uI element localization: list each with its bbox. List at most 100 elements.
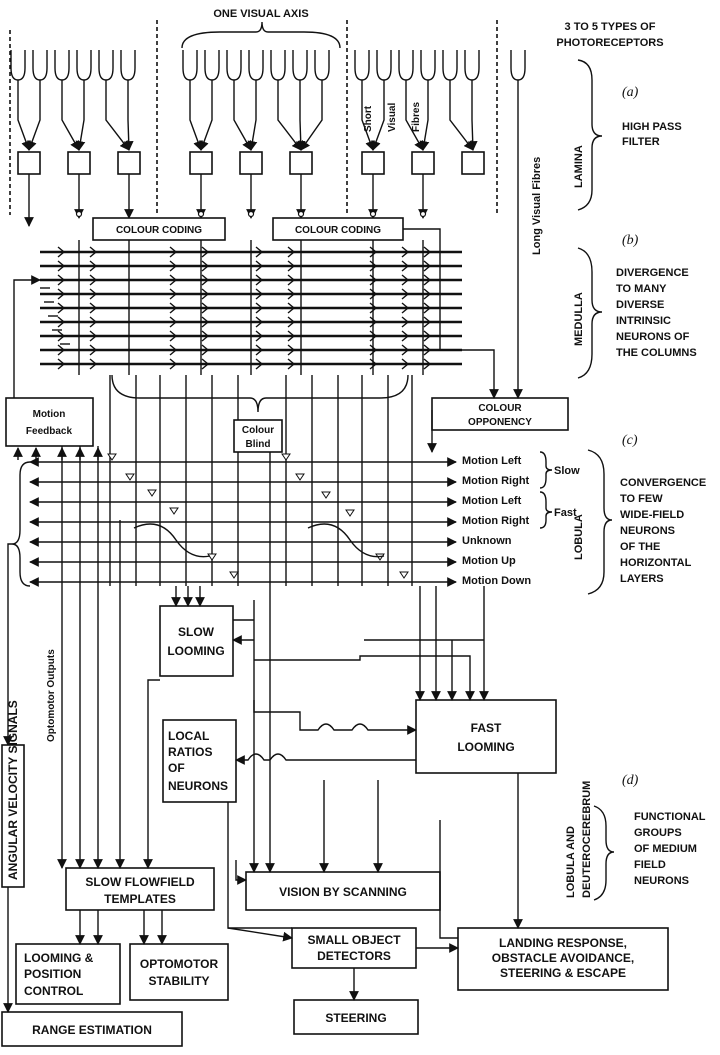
synapse-mark (57, 358, 66, 370)
short-fibres-label-2: Visual (387, 103, 398, 132)
lobula-left-brace (11, 461, 31, 587)
photoreceptor (120, 50, 136, 81)
synapse-mark (369, 344, 378, 356)
synapse-mark (89, 330, 98, 342)
looming-position-text-3: CONTROL (24, 984, 83, 998)
synapse-mark (57, 260, 66, 272)
optomotor-stability-box (129, 943, 229, 1001)
photoreceptor (292, 50, 308, 81)
medulla-desc-5: NEURONS OF (616, 331, 690, 343)
fibre (467, 80, 478, 151)
synapse-mark (423, 316, 432, 328)
fast-looming-text-2: LOOMING (457, 740, 514, 754)
synapse-mark (369, 246, 378, 258)
lamina-label: LAMINA (573, 145, 585, 188)
synapse-mark (255, 288, 264, 300)
synapse-mark (423, 274, 432, 286)
fibre (405, 80, 424, 151)
medulla-label: MEDULLA (573, 292, 585, 346)
photoreceptor (354, 50, 370, 81)
lobula-desc-4: NEURONS (620, 525, 675, 537)
medulla-brace (111, 374, 409, 413)
fibre (295, 80, 306, 151)
synapse-mark (423, 260, 432, 272)
small-object-text-2: DETECTORS (317, 949, 391, 963)
synapse-mark (57, 316, 66, 328)
synapse-mark (57, 344, 66, 356)
region-b-tag: (b) (622, 233, 639, 248)
optomotor-outputs-label: Optomotor Outputs (46, 649, 57, 742)
synapse-mark (369, 260, 378, 272)
inhibitory-synapse (399, 571, 409, 579)
medulla-layers (40, 240, 462, 586)
synapse (419, 210, 427, 218)
synapse-mark (201, 358, 210, 370)
synapse-mark (89, 344, 98, 356)
fast-looming-text-1: FAST (471, 721, 502, 735)
photoreceptor (376, 50, 392, 81)
slow-label: Slow (554, 465, 580, 477)
looming-position-text-2: POSITION (24, 967, 81, 981)
fibre (123, 80, 134, 151)
photoreceptor (98, 50, 114, 81)
deuterocerebrum-label-1: LOBULA AND (565, 826, 577, 898)
fibre (105, 80, 130, 151)
synapse-mark (57, 302, 66, 314)
local-ratios-text-3: OF (168, 761, 185, 775)
fibre (189, 80, 203, 151)
synapse-mark (89, 316, 98, 328)
synapse-mark (169, 330, 178, 342)
synapse (197, 210, 205, 218)
synapse-mark (255, 316, 264, 328)
photoreceptor (420, 50, 436, 81)
synapse-mark (201, 316, 210, 328)
fibre (199, 80, 213, 151)
synapse-mark (255, 358, 264, 370)
short-fibres-label-3: Fibres (411, 102, 422, 132)
deuterocerebrum-label-2: DEUTEROCEREBRUM (581, 781, 593, 898)
synapse-mark (169, 246, 178, 258)
local-ratios-text-4: NEURONS (168, 779, 228, 793)
synapse-mark (401, 302, 410, 314)
photoreceptor (442, 50, 458, 81)
colour-coding-2-text: COLOUR CODING (295, 225, 381, 236)
synapse-mark (89, 274, 98, 286)
synapse-mark (287, 358, 296, 370)
inhibitory-synapse (229, 571, 239, 579)
synapse-mark (89, 358, 98, 370)
landing-text-3: STEERING & ESCAPE (500, 966, 626, 980)
slow-flowfield-text-1: SLOW FLOWFIELD (85, 875, 195, 889)
synapse-mark (401, 260, 410, 272)
medulla-desc-1: DIVERGENCE (616, 267, 689, 279)
slow-looming-text-1: SLOW (178, 625, 215, 639)
inhibitory-synapse (207, 553, 217, 561)
synapse-mark (201, 302, 210, 314)
synapse-mark (423, 246, 432, 258)
lobula-label: LOBULA (573, 514, 585, 560)
deuterocerebrum-desc-1: FUNCTIONAL (634, 811, 706, 823)
synapse-mark (287, 260, 296, 272)
fibre (61, 80, 80, 151)
fibre (277, 80, 302, 151)
photoreceptor (248, 50, 264, 81)
synapse-mark (89, 260, 98, 272)
synapse-mark (369, 316, 378, 328)
colour-opponency-text-2: OPPONENCY (468, 417, 532, 428)
colour-opponency-text-1: COLOUR (478, 403, 522, 414)
synapse-mark (255, 274, 264, 286)
synapse (247, 210, 255, 218)
synapse-mark (255, 330, 264, 342)
region-a-tag: (a) (622, 85, 639, 100)
slow-looming-box (159, 605, 234, 677)
photoreceptor-array (10, 50, 526, 219)
synapse-mark (201, 260, 210, 272)
synapse-mark (287, 316, 296, 328)
steering-box (293, 999, 419, 1035)
steering-text: STEERING (325, 1011, 386, 1025)
region-labels: (a) LAMINA HIGH PASS FILTER (b) MEDULLA … (565, 59, 706, 901)
synapse-mark (423, 302, 432, 314)
tuning-curve (133, 523, 211, 558)
small-object-box (291, 927, 417, 969)
synapse-mark (401, 316, 410, 328)
synapse-mark (169, 288, 178, 300)
